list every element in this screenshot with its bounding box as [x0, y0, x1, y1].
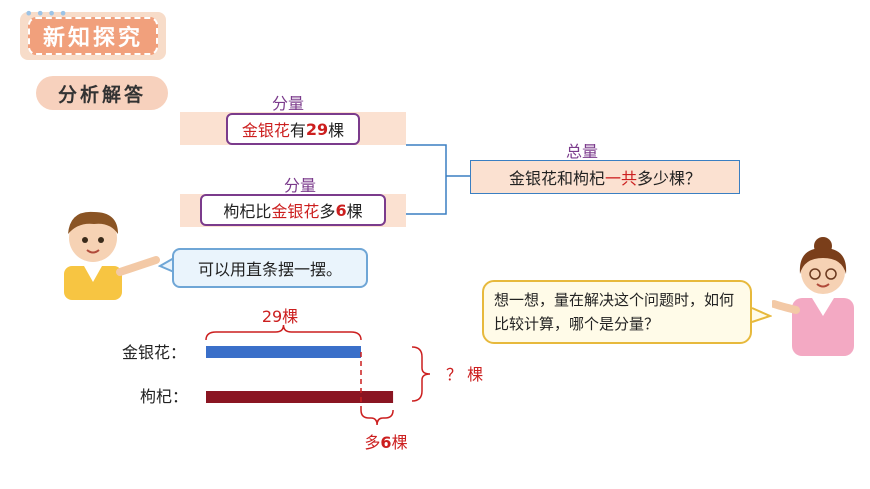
- top-part-box: 金银花 有 29 棵: [226, 113, 360, 145]
- bottom-brace-label: 多6棵: [364, 433, 407, 452]
- total-text-2: 一共: [604, 169, 637, 188]
- page-title: 新知探究: [28, 17, 158, 55]
- bottom-brace: [360, 409, 394, 426]
- row1-label: 金银花：: [122, 343, 186, 362]
- top-part-text-1: 金银花: [241, 121, 290, 140]
- right-brace: [411, 346, 431, 402]
- top-part-label: 分量: [272, 94, 305, 113]
- top-part-text-2: 有: [289, 121, 306, 140]
- bar-jinyinhua: [206, 346, 361, 358]
- bottom-part-box: 枸杞比 金银花 多 6 棵: [200, 194, 386, 226]
- row2-label: 枸杞：: [140, 387, 188, 406]
- top-brace-label: 29棵: [262, 307, 298, 326]
- bottom-brace-text-1: 多: [364, 433, 380, 452]
- top-part-text-3: 棵: [328, 121, 345, 140]
- total-label: 总量: [566, 142, 599, 161]
- bottom-part-text-3: 多: [319, 202, 336, 221]
- bottom-brace-text-2: 棵: [392, 433, 408, 452]
- bar-gouqi: [206, 391, 394, 403]
- speech-right-tail: [751, 307, 772, 323]
- right-brace-label: ？ 棵: [446, 365, 483, 384]
- speech-right: 想一想，量在解决这个问题时，如何比较计算，哪个是分量？: [482, 280, 752, 344]
- section-title: 分析解答: [36, 76, 168, 110]
- girl-illustration: [772, 237, 854, 356]
- bottom-part-text-1: 枸杞比: [223, 202, 272, 221]
- total-text-3: 多少棵？: [637, 169, 702, 188]
- boy-illustration: [64, 211, 160, 300]
- bottom-brace-number: 6: [380, 433, 391, 452]
- total-question: 金银花和枸杞 一共 多少棵？: [470, 160, 740, 194]
- top-part-number: 29: [305, 119, 329, 139]
- bottom-part-label: 分量: [284, 176, 317, 195]
- total-band: [470, 160, 740, 194]
- total-border: [470, 160, 740, 194]
- total-text-1: 金银花和枸杞: [508, 169, 605, 188]
- bottom-part-text-4: 棵: [346, 202, 363, 221]
- speech-left: 可以用直条摆一摆。: [172, 248, 368, 288]
- bottom-part-text-2: 金银花: [271, 202, 320, 221]
- bottom-part-number: 6: [335, 200, 347, 220]
- top-brace: [205, 324, 362, 341]
- speech-left-tail: [158, 257, 175, 273]
